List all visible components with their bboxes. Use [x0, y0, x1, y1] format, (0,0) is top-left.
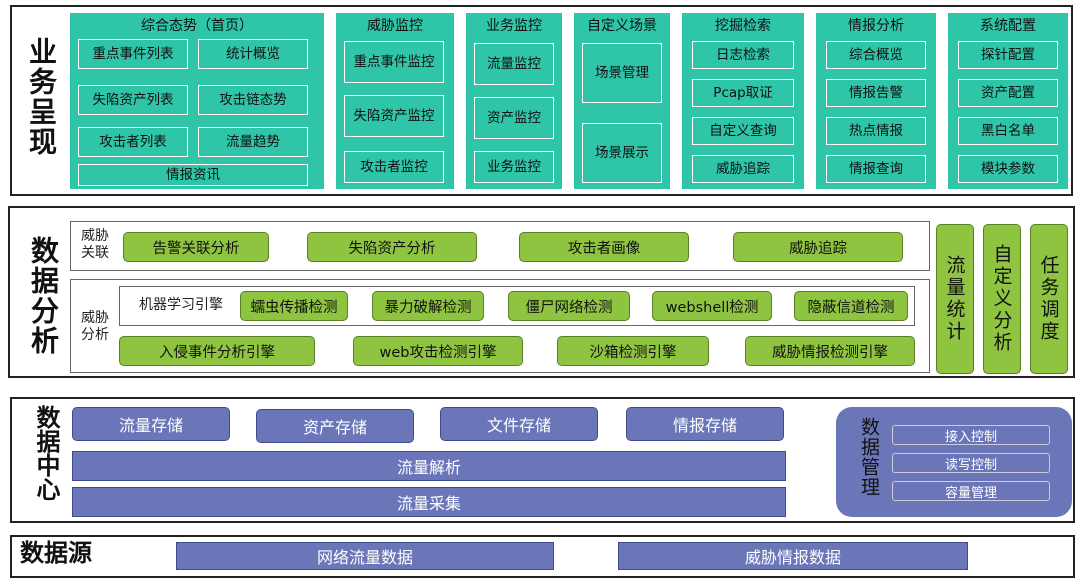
mgmt-item: 容量管理 [892, 481, 1050, 501]
item-box: 业务监控 [474, 151, 554, 183]
ml-engine-label: 机器学习引擎 [139, 297, 223, 313]
item-box: 日志检索 [692, 41, 794, 69]
group-title: 威胁监控 [367, 18, 423, 34]
ml-engine-panel: 机器学习引擎 蠕虫传播检测 暴力破解检测 僵尸网络检测 webshell检测 隐… [119, 286, 915, 326]
group-title: 情报分析 [848, 18, 904, 34]
group-title: 自定义场景 [587, 18, 657, 34]
item-box: 威胁追踪 [692, 155, 794, 183]
group-title: 业务监控 [486, 18, 542, 34]
group-title: 综合态势（首页） [141, 18, 253, 34]
group-title: 挖掘检索 [715, 18, 771, 34]
engine-box: web攻击检测引擎 [353, 336, 523, 366]
data-management-panel: 数据管理 接入控制 读写控制 容量管理 [836, 407, 1072, 517]
detection-box: 僵尸网络检测 [508, 291, 630, 321]
group-title: 系统配置 [980, 18, 1036, 34]
layer-title: 数据源 [20, 539, 92, 567]
detection-box: 隐蔽信道检测 [794, 291, 908, 321]
item-box: 资产配置 [958, 79, 1058, 107]
layer-business-presentation: 业务呈现 综合态势（首页） 重点事件列表 统计概览 失陷资产列表 攻击链态势 攻… [10, 5, 1073, 196]
storage-box: 资产存储 [256, 409, 414, 443]
mgmt-item: 接入控制 [892, 425, 1050, 445]
traffic-parse-box: 流量解析 [72, 451, 786, 481]
storage-box: 情报存储 [626, 407, 784, 441]
item-box: Pcap取证 [692, 79, 794, 107]
threat-association-panel: 威胁关联 告警关联分析 失陷资产分析 攻击者画像 威胁追踪 [70, 221, 930, 271]
mgmt-title: 数据管理 [858, 417, 880, 497]
item-box: 攻击者监控 [344, 151, 444, 183]
item-box: 探针配置 [958, 41, 1058, 69]
item-box: 重点事件监控 [344, 41, 444, 83]
item-box: 重点事件列表 [78, 39, 188, 69]
item-box: 场景管理 [582, 43, 662, 103]
panel-label: 威胁关联 [81, 228, 109, 261]
item-box: 攻击者列表 [78, 127, 188, 157]
item-box: 情报查询 [826, 155, 926, 183]
group-mining-search: 挖掘检索 日志检索 Pcap取证 自定义查询 威胁追踪 [682, 13, 804, 189]
engine-box: 威胁情报检测引擎 [745, 336, 915, 366]
layer-data-source: 数据源 网络流量数据 威胁情报数据 [10, 535, 1075, 578]
layer-data-center: 数据中心 流量存储 资产存储 文件存储 情报存储 流量解析 流量采集 数据管理 … [10, 397, 1075, 523]
layer-title: 业务呈现 [25, 37, 58, 157]
item-box: 资产监控 [474, 97, 554, 139]
item-box: 情报资讯 [78, 164, 308, 186]
item-box: 自定义查询 [692, 117, 794, 145]
mgmt-item: 读写控制 [892, 453, 1050, 473]
analysis-box: 威胁追踪 [733, 232, 903, 262]
item-box: 失陷资产监控 [344, 95, 444, 137]
layer-data-analysis: 数据分析 威胁关联 告警关联分析 失陷资产分析 攻击者画像 威胁追踪 威胁分析 … [8, 206, 1075, 378]
item-box: 攻击链态势 [198, 85, 308, 115]
item-box: 流量趋势 [198, 127, 308, 157]
item-box: 情报告警 [826, 79, 926, 107]
side-box-task-scheduling: 任务调度 [1030, 224, 1068, 374]
group-overview: 综合态势（首页） 重点事件列表 统计概览 失陷资产列表 攻击链态势 攻击者列表 … [70, 13, 324, 189]
item-box: 模块参数 [958, 155, 1058, 183]
item-box: 统计概览 [198, 39, 308, 69]
storage-box: 文件存储 [440, 407, 598, 441]
group-custom-scene: 自定义场景 场景管理 场景展示 [574, 13, 670, 189]
traffic-collect-box: 流量采集 [72, 487, 786, 517]
panel-label: 威胁分析 [81, 310, 109, 343]
source-box: 威胁情报数据 [618, 542, 968, 570]
detection-box: webshell检测 [652, 291, 772, 321]
engine-box: 入侵事件分析引擎 [119, 336, 315, 366]
item-box: 热点情报 [826, 117, 926, 145]
item-box: 黑白名单 [958, 117, 1058, 145]
detection-box: 蠕虫传播检测 [240, 291, 348, 321]
analysis-box: 攻击者画像 [519, 232, 689, 262]
item-box: 失陷资产列表 [78, 85, 188, 115]
group-intel-analysis: 情报分析 综合概览 情报告警 热点情报 情报查询 [816, 13, 936, 189]
group-business-monitoring: 业务监控 流量监控 资产监控 业务监控 [466, 13, 562, 189]
side-box-custom-analysis: 自定义分析 [983, 224, 1021, 374]
engine-box: 沙箱检测引擎 [557, 336, 709, 366]
source-box: 网络流量数据 [176, 542, 554, 570]
item-box: 综合概览 [826, 41, 926, 69]
layer-title: 数据中心 [32, 405, 60, 501]
analysis-box: 失陷资产分析 [307, 232, 477, 262]
side-box-traffic-stats: 流量统计 [936, 224, 974, 374]
analysis-box: 告警关联分析 [123, 232, 269, 262]
detection-box: 暴力破解检测 [372, 291, 484, 321]
item-box: 流量监控 [474, 43, 554, 85]
item-box: 场景展示 [582, 123, 662, 183]
storage-box: 流量存储 [72, 407, 230, 441]
layer-title: 数据分析 [27, 236, 60, 356]
threat-analysis-panel: 威胁分析 机器学习引擎 蠕虫传播检测 暴力破解检测 僵尸网络检测 webshel… [70, 279, 930, 373]
group-threat-monitoring: 威胁监控 重点事件监控 失陷资产监控 攻击者监控 [336, 13, 454, 189]
group-system-config: 系统配置 探针配置 资产配置 黑白名单 模块参数 [948, 13, 1068, 189]
